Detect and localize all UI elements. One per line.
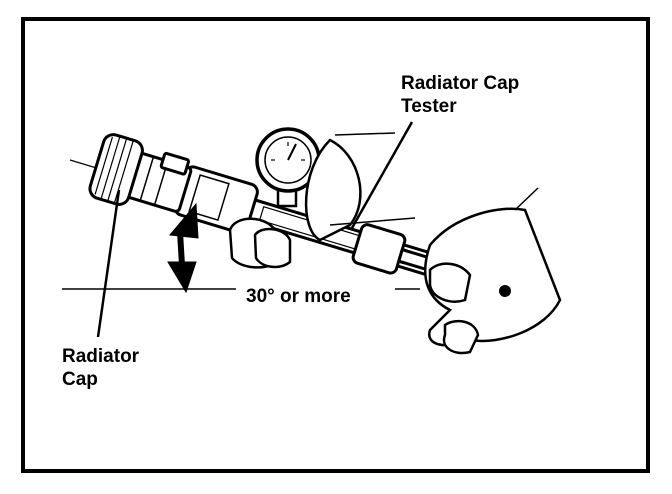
axis-end-dot: [499, 285, 511, 297]
left-hand: [228, 132, 416, 269]
cap-label-line-2: Cap: [62, 369, 98, 390]
tester-label-leader: [350, 121, 414, 229]
cap-label-line-1: Radiator: [62, 346, 140, 367]
figure-border: [21, 17, 650, 473]
tester-label-line-1: Radiator Cap: [401, 73, 520, 94]
tester-label-line-2: Tester: [401, 96, 457, 117]
angle-label: 30° or more: [246, 286, 351, 307]
right-hand: [423, 187, 562, 355]
radiator-cap-tester-label: Radiator Cap Tester: [401, 72, 519, 118]
radiator-cap-label: Radiator Cap: [62, 345, 139, 391]
cap-label-leader: [96, 189, 121, 338]
angle-double-arrow: [167, 202, 199, 294]
